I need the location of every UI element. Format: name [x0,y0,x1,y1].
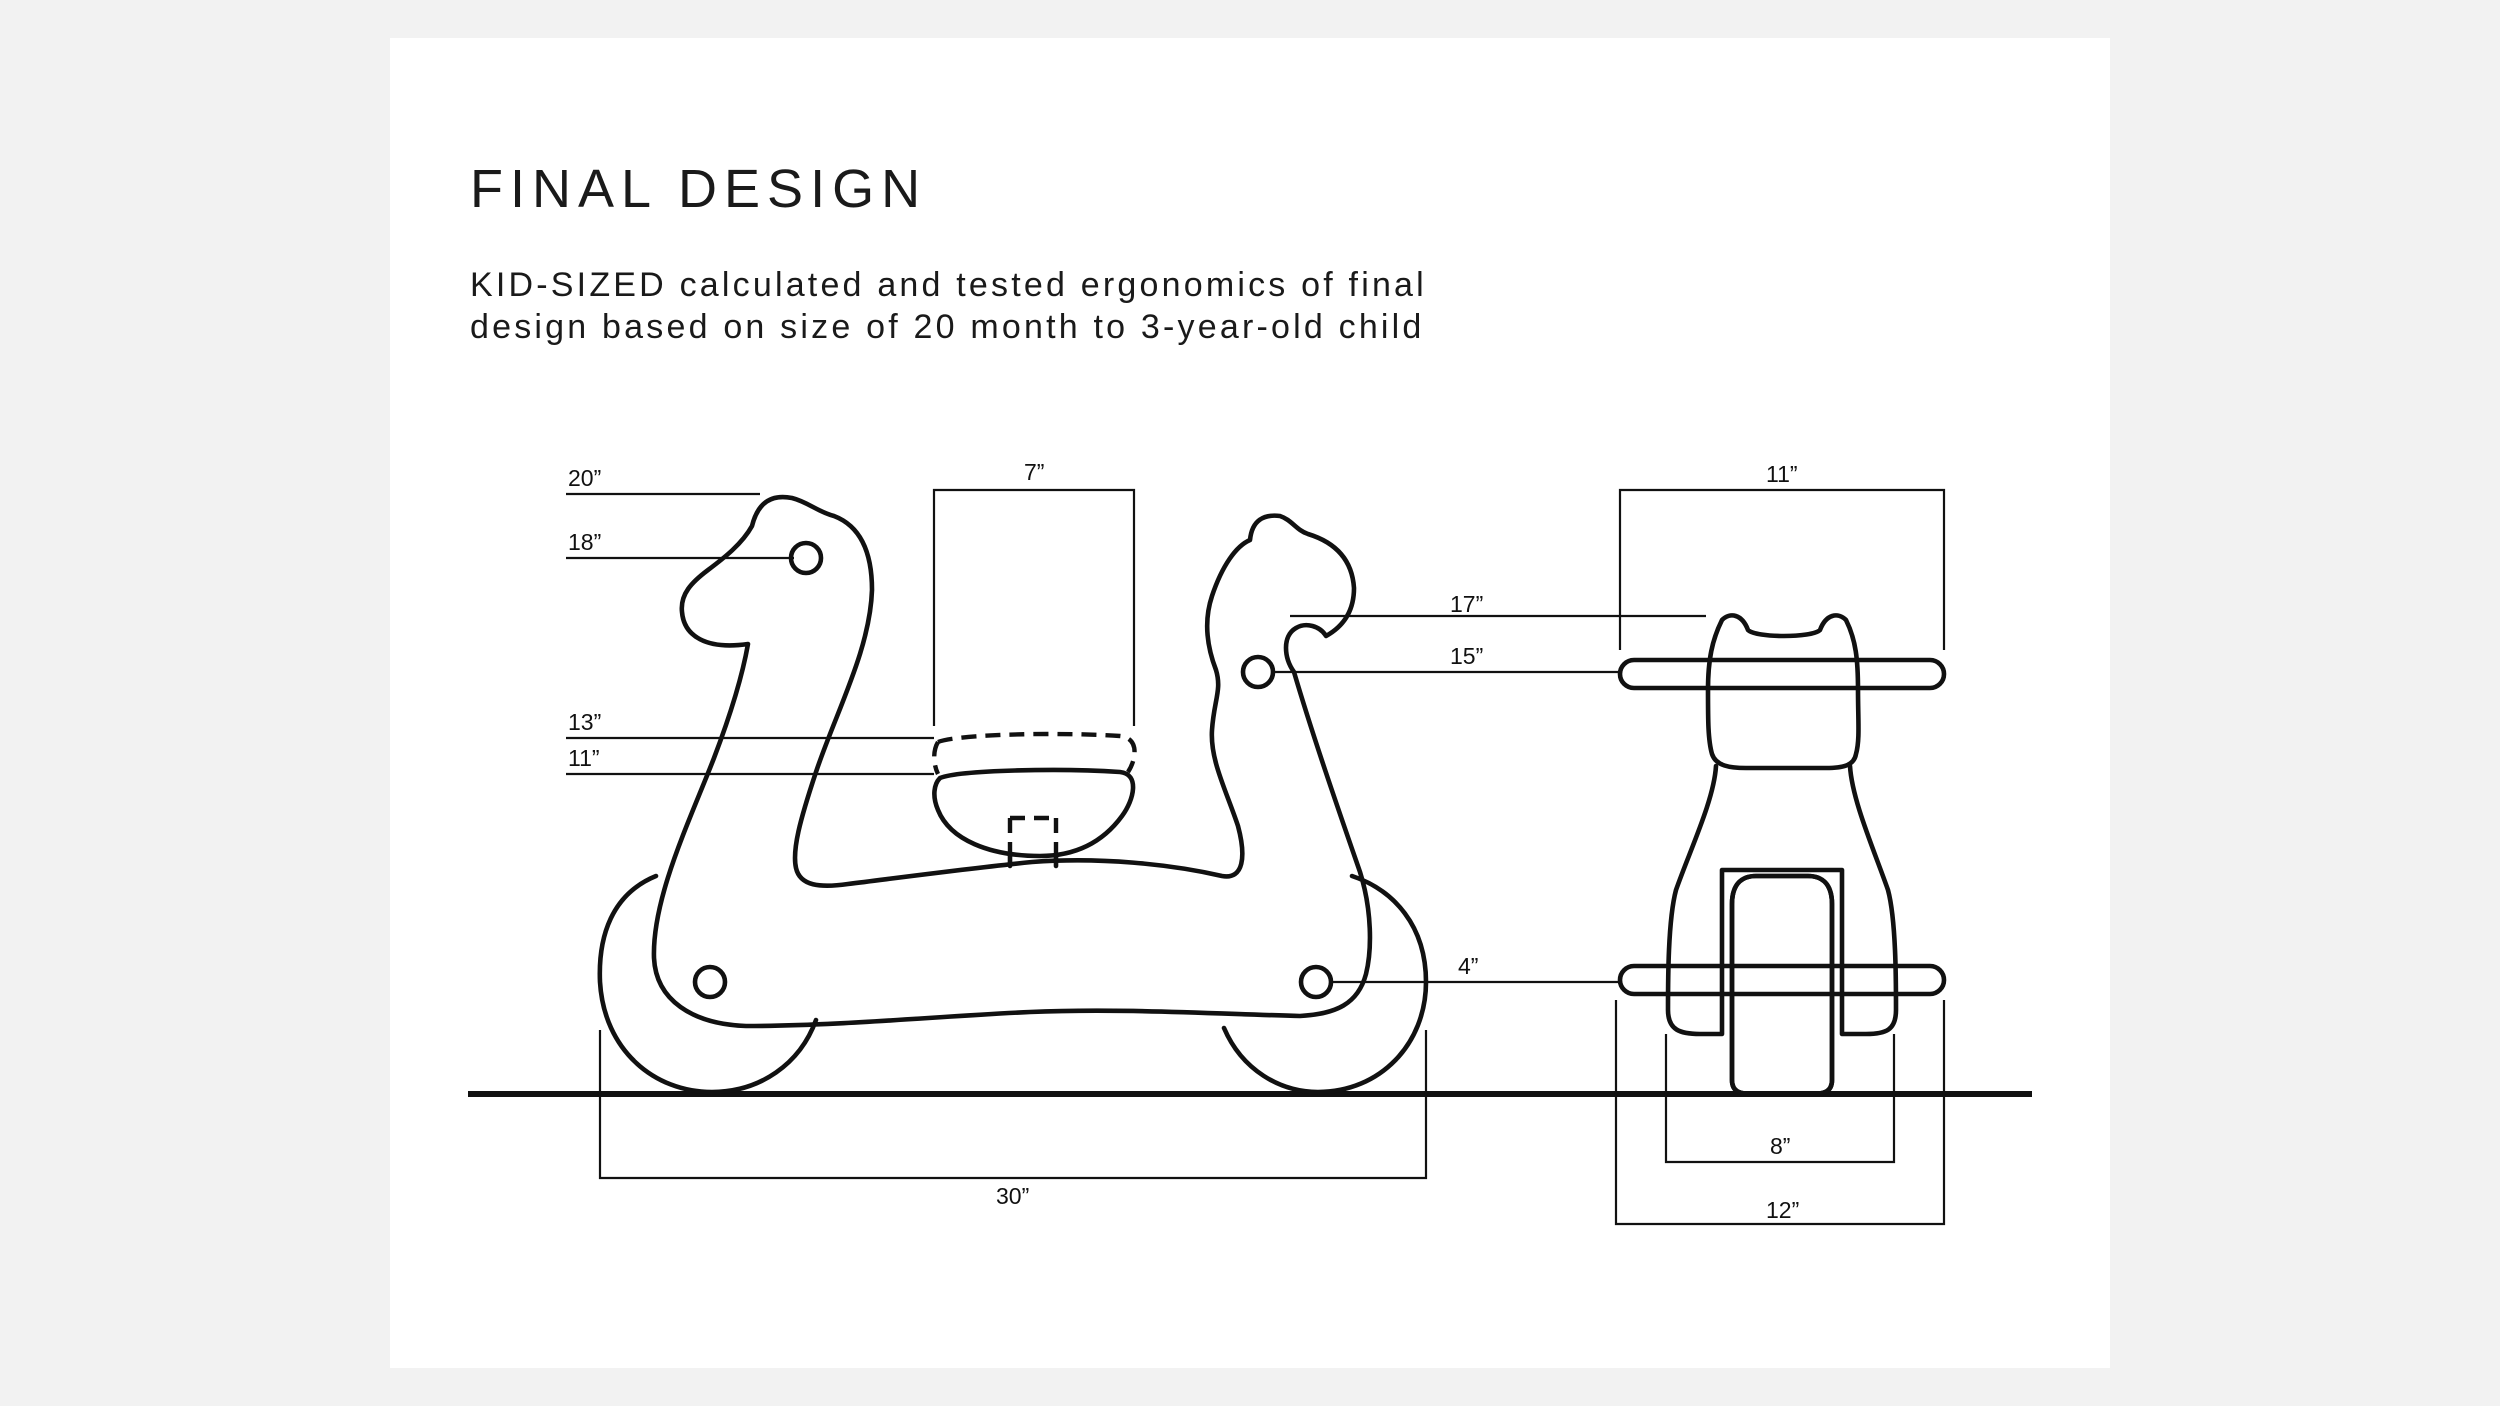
dim-seat-top-height: 13” [568,709,601,735]
subtitle-line-1: KID-SIZED calculated and tested ergonomi… [470,266,1427,304]
dim-head-height: 20” [568,465,601,491]
front-view-wheel-front [1729,873,1835,1097]
subtitle-line-2: design based on size of 20 month to 3-ye… [470,308,1425,346]
dim-handlebar-width: 11” [1766,461,1798,487]
side-dimensions: 20” 18” 13” 11” 7” 17” 15” 4” 30” [566,459,1706,1209]
front-view-body [1665,763,1899,1037]
front-view: 11” 8” 12” [1450,461,2032,1226]
page-title: FINAL DESIGN [470,159,928,219]
seat-post-hidden [1007,815,1059,856]
body-contour-final [651,494,1373,1029]
handlebar-upper [1617,657,1947,691]
front-wheel-arc-final [1221,873,1429,1095]
dim-rear-head-height: 17” [1450,591,1483,617]
dim-base-width: 12” [1766,1197,1799,1223]
rear-axle [692,964,728,1000]
axle-bar [1617,963,1947,997]
dim-axle-height: 4” [1458,953,1478,979]
rear-wheel-arc-final [597,873,819,1095]
seat [932,767,1136,859]
page-subtitle: KID-SIZED calculated and tested ergonomi… [470,264,1427,348]
dim-wheel-track: 8” [1770,1133,1790,1159]
dim-total-length: 30” [996,1183,1029,1209]
seat-post [1007,853,1059,869]
dim-rear-eye-height: 15” [1450,643,1483,669]
side-view-correct [468,460,1450,1100]
dim-eye-height: 18” [568,529,601,555]
dim-seat-height: 11” [568,745,600,771]
dim-seat-width: 7” [1024,459,1044,485]
front-view-wheel [1729,873,1835,1097]
seat-raised [932,731,1137,775]
front-view-head [1705,613,1861,771]
